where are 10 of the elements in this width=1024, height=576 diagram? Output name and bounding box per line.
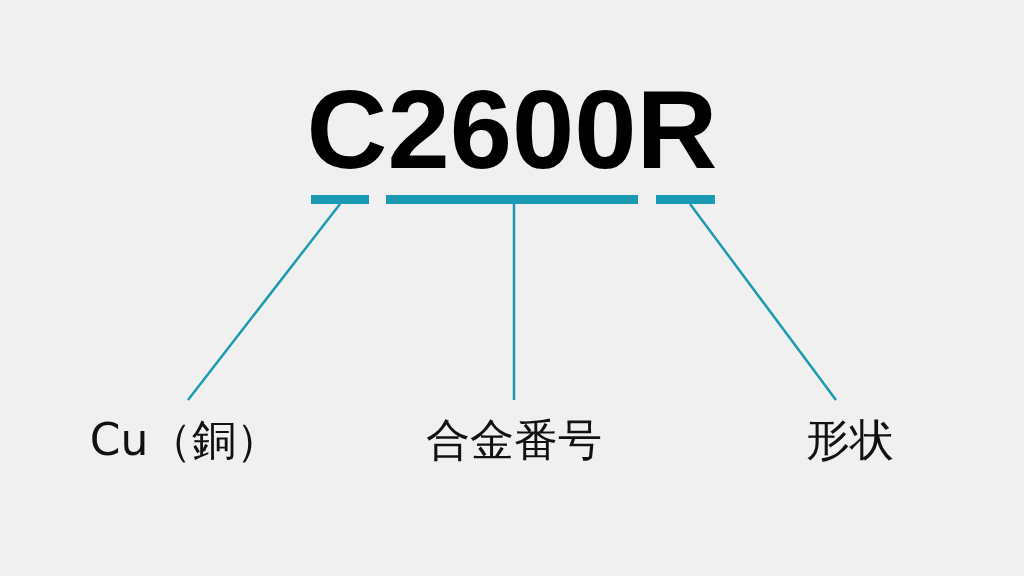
title: C2600R [305, 70, 719, 190]
underline-bar [311, 195, 369, 204]
part-label: Cu（銅） [89, 414, 281, 466]
underline-bar [386, 195, 638, 204]
leader-line [187, 203, 341, 401]
part-label: 合金番号 [426, 414, 602, 466]
underline-bar [656, 195, 715, 204]
leader-line [689, 203, 837, 401]
part-label: 形状 [806, 414, 894, 466]
leader-line [512, 204, 516, 400]
